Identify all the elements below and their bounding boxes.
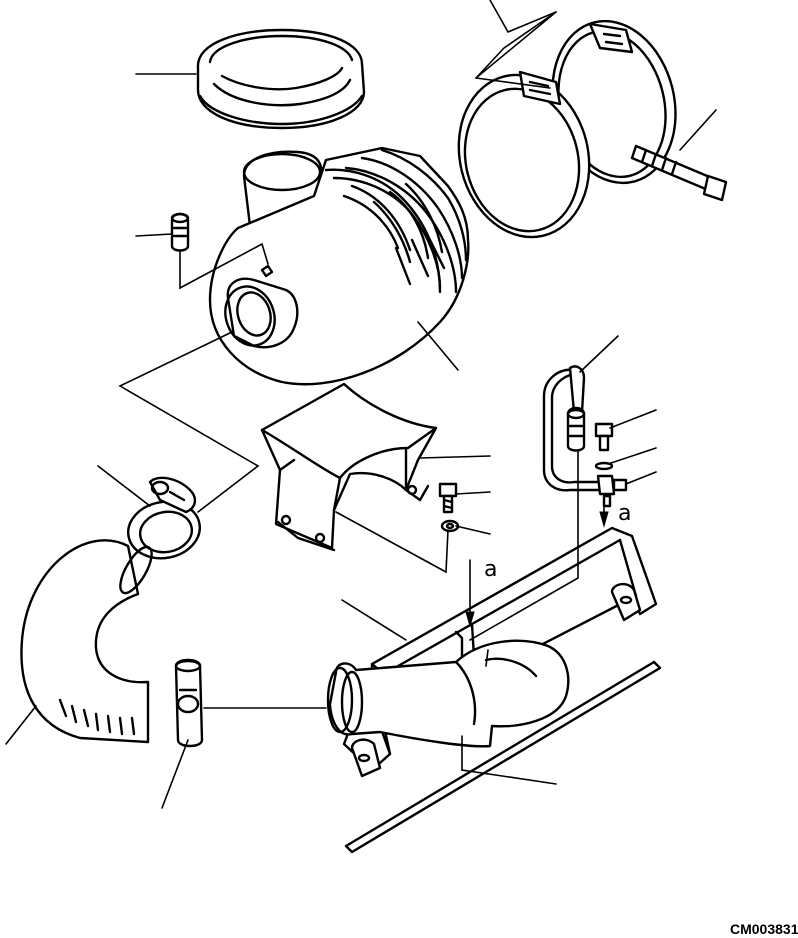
hose-bolt [594, 422, 614, 452]
elbow-hose [20, 539, 153, 744]
dust-indicator [174, 658, 204, 748]
band-clamp-assembly [457, 19, 728, 239]
view-label-a-1: a [484, 557, 497, 582]
drawing-code: CM003831 [730, 921, 798, 937]
leader-lines [5, 0, 717, 809]
air-cleaner-body [208, 146, 470, 386]
plug [170, 212, 190, 252]
seal-strip [344, 660, 662, 854]
indicator-hose [542, 365, 628, 508]
bracket-bolt [438, 482, 458, 514]
intake-tube [326, 639, 570, 748]
cleaner-mounting-bracket [260, 382, 438, 552]
view-label-a-2: a [618, 501, 631, 526]
precleaner-cap [196, 28, 366, 130]
hose-clamp [127, 476, 201, 560]
